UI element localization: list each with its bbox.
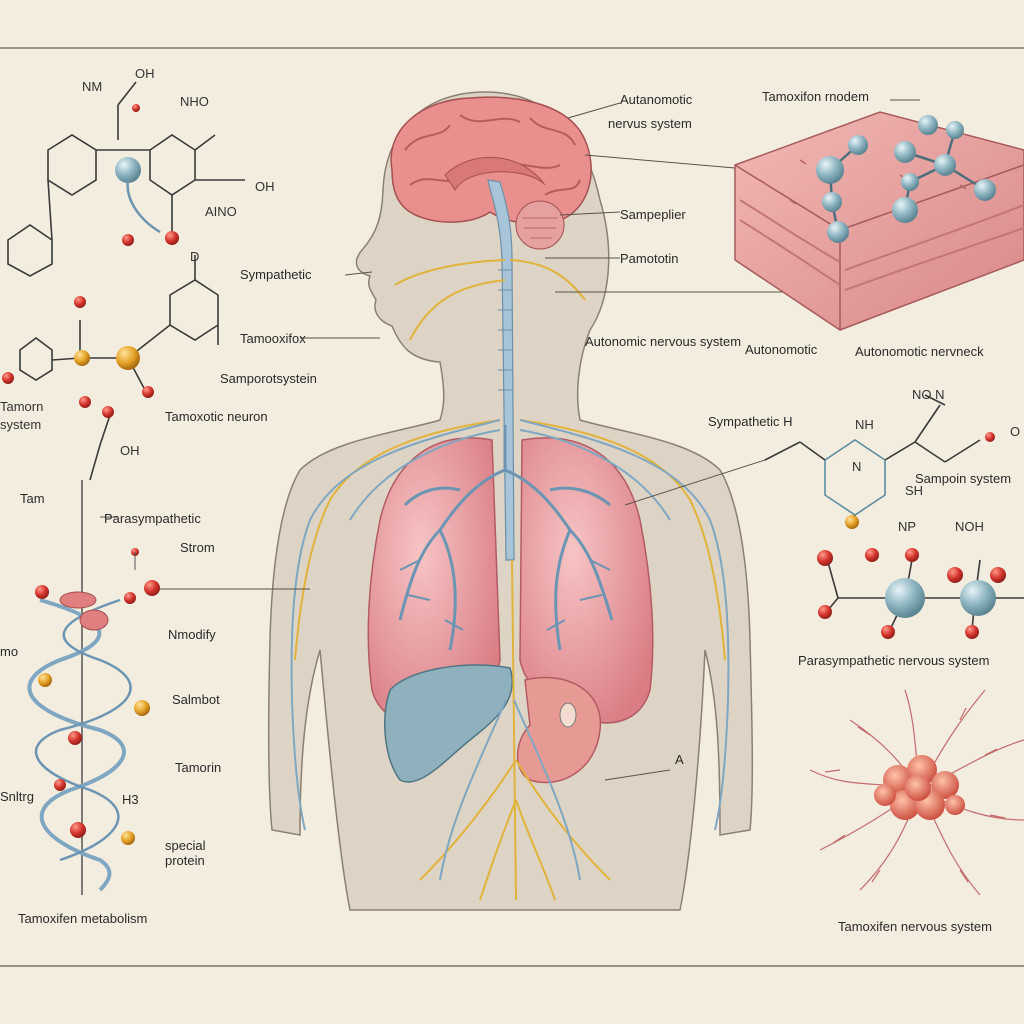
label-h3: H3 (122, 792, 139, 807)
chem-oh-left: OH (120, 443, 140, 458)
label-nmodify: Nmodify (168, 627, 216, 642)
label-tamooxifox: Tamooxifox (240, 331, 306, 346)
label-samporotsystein: Samporotsystein (220, 371, 317, 386)
label-sympathetic-head: Sympathetic (240, 267, 312, 282)
chem-oh-mid: OH (255, 179, 275, 194)
label-snltrg: Snltrg (0, 789, 34, 804)
atoms-right-middle (845, 432, 995, 529)
molecule-right-lower (817, 548, 1024, 639)
chem-d: D (190, 249, 200, 264)
chem-sh: SH (905, 483, 924, 498)
label-autonomotic: Autonomotic (745, 342, 818, 357)
label-tamoxifen-metabolism: Tamoxifen metabolism (18, 911, 148, 926)
atoms-top-left (115, 104, 179, 246)
leader-lines (100, 99, 920, 781)
chem-np: NP (898, 519, 917, 534)
molecule-top-left (7, 81, 245, 277)
label-parasympathetic: Parasympathetic (104, 511, 201, 526)
label-tam: Tam (20, 491, 45, 506)
spinal-cord (487, 179, 515, 561)
label-tamoxotic-neuron: Tamoxotic neuron (165, 409, 268, 424)
label-sampeplier: Sampeplier (620, 207, 686, 222)
chem-nho: NHO (180, 94, 209, 109)
label-sympathetic-h: Sympathetic H (708, 414, 793, 429)
molecule-on-tissue (816, 115, 996, 243)
dna-helix (27, 480, 160, 895)
chem-nm: NM (82, 79, 103, 94)
label-strom: Strom (180, 540, 215, 555)
label-tamoxifen-nervous: Tamoxifen nervous system (838, 919, 992, 934)
tumor-cell (809, 689, 1024, 896)
label-sampoin-system: Sampoin system (915, 471, 1012, 486)
blue-nerves (290, 419, 730, 881)
chem-o-right: O (1010, 424, 1021, 439)
label-autonomic-network: Autonomotic nervneck (855, 344, 984, 359)
tissue-block (734, 111, 1024, 331)
chem-system-left: system (0, 417, 42, 432)
atoms-left-middle (2, 296, 154, 418)
label-pamototin: Pamototin (620, 251, 679, 266)
label-autonomic-top: Autanomotic (620, 92, 693, 107)
label-tamoxifen-model: Tamoxifon rnodem (762, 89, 869, 104)
chem-n-ring: N (852, 459, 862, 474)
label-mo: mo (0, 644, 19, 659)
molecule-left-middle (19, 255, 219, 481)
label-parasympathetic-nervous: Parasympathetic nervous system (798, 653, 990, 668)
lungs (367, 425, 654, 724)
chem-nh: NH (855, 417, 874, 432)
brain (390, 96, 592, 250)
label-nervous-system-top: nervus system (608, 116, 692, 131)
yellow-nerves (294, 259, 726, 901)
label-salmbot: Salmbot (172, 692, 220, 707)
label-special-protein: special protein (165, 838, 206, 868)
label-autonomic-mid: Autonomic nervous system (585, 334, 742, 349)
chem-oh-top: OH (135, 66, 155, 81)
chem-tamorn: Tamorn (0, 399, 44, 414)
chem-aino: AINO (205, 204, 237, 219)
chem-no-n: NO N (912, 387, 945, 402)
chem-noh: NOH (955, 519, 984, 534)
molecule-right-middle (764, 394, 981, 521)
label-stomach-a: A (675, 752, 684, 767)
label-tamorin: Tamorin (175, 760, 222, 775)
